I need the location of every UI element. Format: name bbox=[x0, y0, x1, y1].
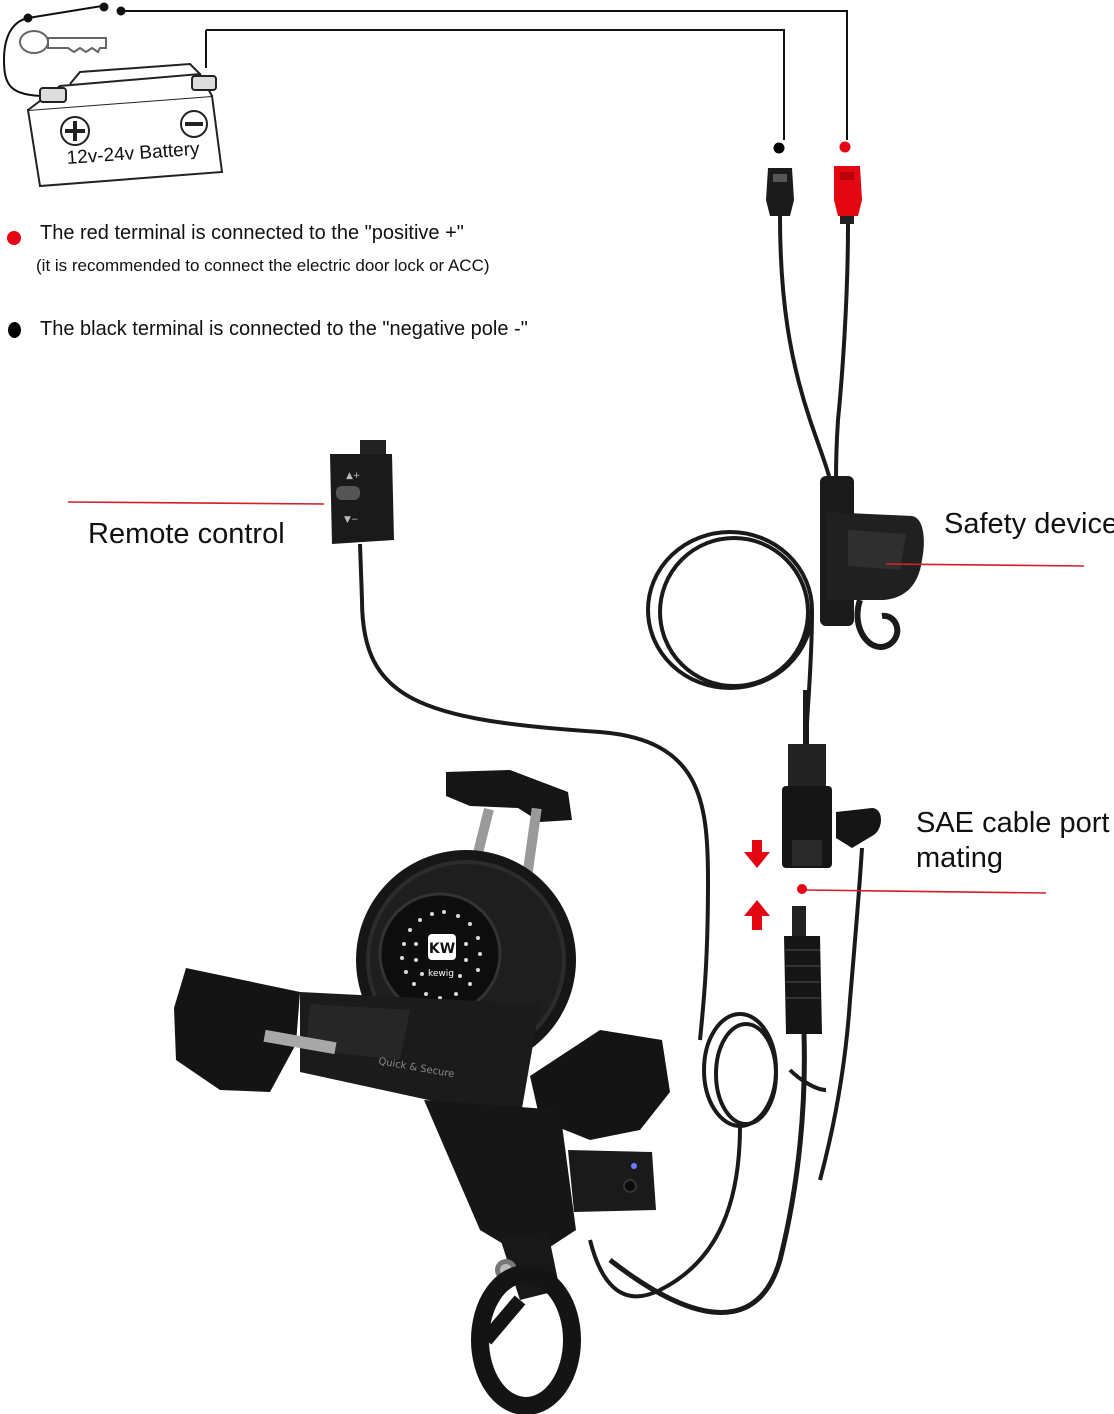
arrow-down-icon bbox=[744, 840, 770, 868]
battery-illustration bbox=[26, 62, 224, 188]
safety-device-label: Safety device bbox=[944, 508, 1114, 540]
svg-text:KW: KW bbox=[429, 941, 455, 957]
positive-terminal-connector bbox=[834, 166, 862, 224]
brand-text: kewig bbox=[428, 969, 454, 979]
sae-callout-dot bbox=[797, 884, 807, 894]
red-terminal-note: The red terminal is connected to the "po… bbox=[40, 222, 464, 244]
red-terminal-bullet bbox=[7, 231, 21, 245]
negative-terminal-dot bbox=[773, 142, 785, 154]
ignition-wiring bbox=[2, 2, 848, 140]
red-terminal-subnote: (it is recommended to connect the electr… bbox=[36, 256, 490, 275]
mating-arrows bbox=[744, 840, 770, 930]
sae-callout-line bbox=[805, 889, 1047, 894]
black-terminal-bullet bbox=[8, 322, 21, 338]
coiled-cable bbox=[646, 530, 814, 741]
svg-text:▲+: ▲+ bbox=[346, 471, 360, 481]
sae-port-label-line2: mating bbox=[916, 842, 1004, 874]
negative-terminal-connector bbox=[766, 168, 794, 216]
remote-control-illustration: ▲+ ▼− bbox=[330, 440, 711, 1041]
safety-callout-line bbox=[885, 563, 1085, 567]
black-terminal-note: The black terminal is connected to the "… bbox=[40, 318, 528, 340]
key-icon bbox=[19, 30, 107, 54]
cable-loop bbox=[588, 1012, 827, 1299]
callout-lines bbox=[67, 501, 1085, 894]
sae-connector-top bbox=[782, 690, 881, 1181]
remote-callout-line bbox=[67, 501, 325, 505]
safety-device bbox=[820, 476, 924, 650]
sae-port-label: SAE cable port mating bbox=[916, 806, 1109, 876]
positive-terminal-dot bbox=[839, 141, 851, 153]
sae-connector-bottom bbox=[608, 906, 822, 1315]
svg-text:▼−: ▼− bbox=[344, 515, 358, 525]
phone-mount: KW kewig Quick & Secure bbox=[174, 770, 670, 1414]
arrow-up-icon bbox=[744, 900, 770, 930]
remote-control-label: Remote control bbox=[88, 518, 285, 550]
power-cables bbox=[778, 215, 850, 481]
sae-port-label-line1: SAE cable port bbox=[916, 807, 1110, 839]
